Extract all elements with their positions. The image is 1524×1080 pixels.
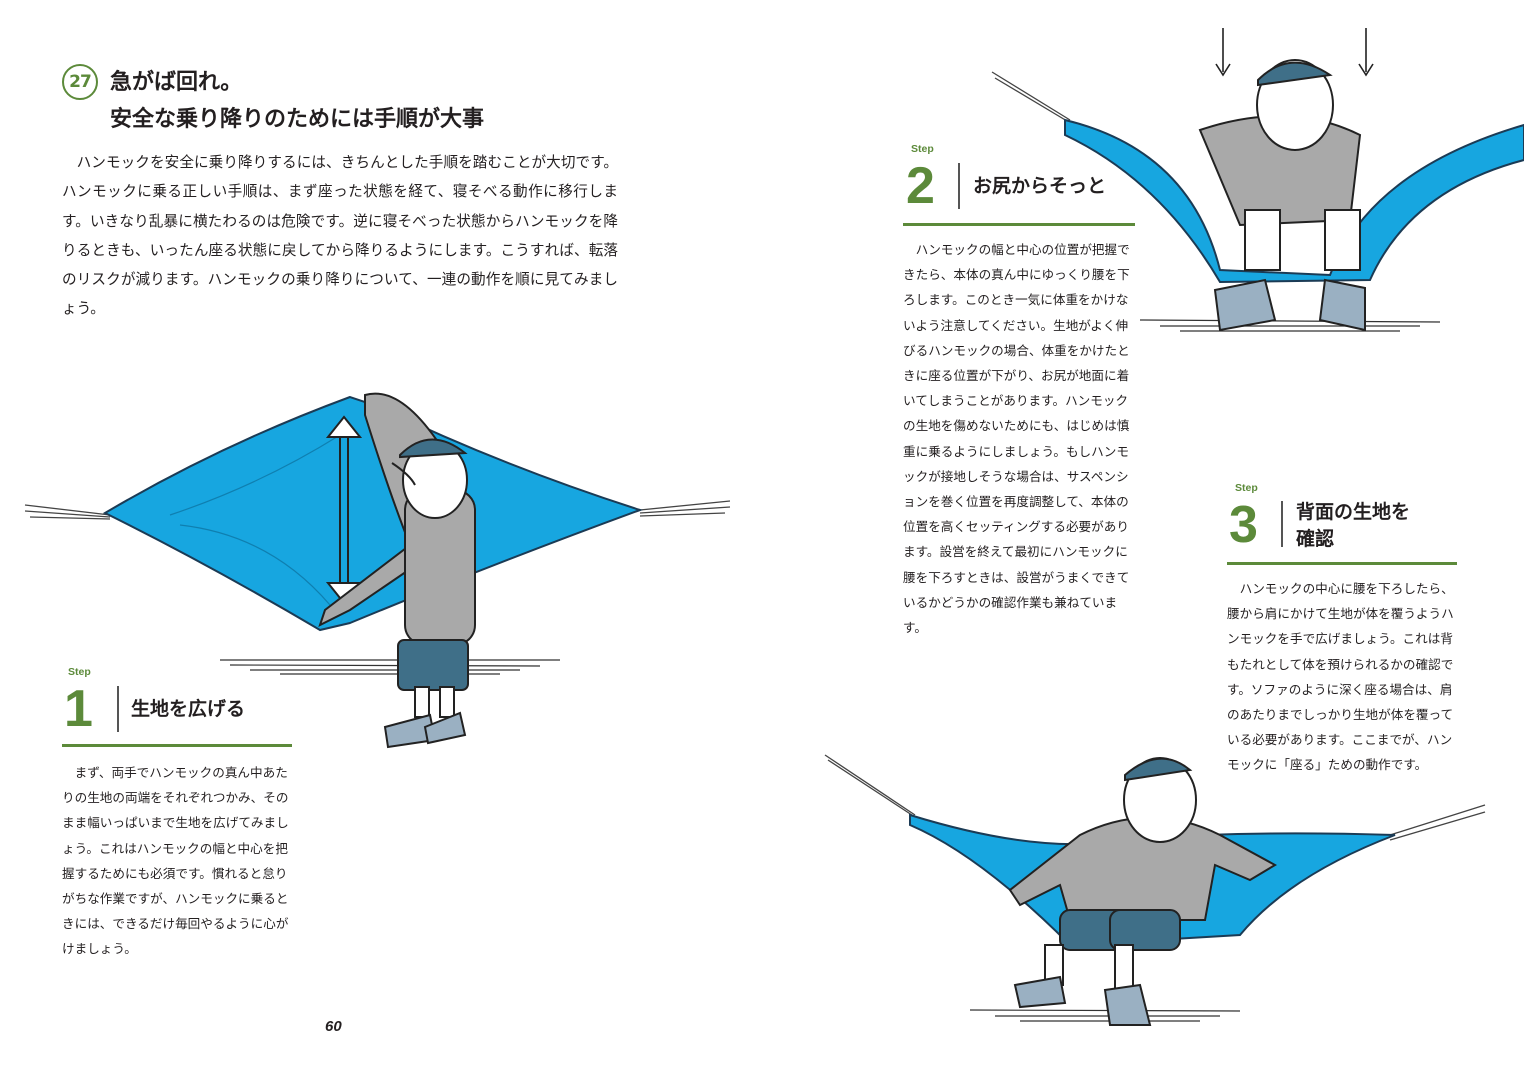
page-title-line1: 急がば回れ。 (110, 70, 243, 95)
step3-title-line2: 確認 (1296, 528, 1335, 550)
step1-illustration (24, 392, 731, 749)
suspension-line-left (824, 754, 919, 820)
page-title-line2: 安全な乗り降りのためには手順が大事 (110, 107, 485, 132)
page-number: 60 (325, 1018, 342, 1035)
step1-title: 生地を広げる (131, 698, 246, 720)
step3-body: ハンモックの中心に腰を下ろしたら、腰から肩にかけて生地が体を覆うようハンモックを… (1227, 576, 1463, 778)
step3-tag: Step (1235, 482, 1258, 494)
down-arrow-right (1358, 28, 1374, 77)
step2-tag: Step (911, 143, 934, 155)
step3-underline (1227, 562, 1457, 565)
suspension-lines (24, 500, 731, 520)
ground-lines (969, 1009, 1241, 1022)
step2-body: ハンモックの幅と中心の位置が把握できたら、本体の真ん中にゆっくり腰を下ろします。… (903, 237, 1137, 640)
step2-title: お尻からそっと (973, 175, 1107, 197)
ground-lines (1139, 319, 1441, 332)
step1-body: まず、両手でハンモックの真ん中あたりの生地の両端をそれぞれつかみ、そのまま幅いっ… (62, 760, 298, 962)
chapter-number-badge: 27 (62, 64, 98, 100)
step1-number: 1 (64, 680, 93, 738)
step2-illustration (991, 28, 1524, 332)
suspension-line-left (991, 71, 1073, 125)
step3-body-text: ハンモックの中心に腰を下ろしたら、腰から肩にかけて生地が体を覆うようハンモックを… (1227, 581, 1454, 773)
step1-underline (62, 744, 292, 747)
step2-body-text: ハンモックの幅と中心の位置が把握できたら、本体の真ん中にゆっくり腰を下ろします。… (903, 242, 1130, 636)
ground-lines (220, 659, 560, 675)
intro-paragraph: ハンモックを安全に乗り降りするには、きちんとした手順を踏むことが大切です。ハンモ… (62, 148, 618, 324)
intro-text: ハンモックを安全に乗り降りするには、きちんとした手順を踏むことが大切です。ハンモ… (62, 154, 618, 318)
person-figure (318, 392, 476, 749)
step3-illustration (824, 754, 1486, 1026)
down-arrow-left (1215, 28, 1231, 77)
step1-tag: Step (68, 666, 91, 678)
step3-title-line1: 背面の生地を (1296, 501, 1411, 523)
step1-divider (117, 686, 119, 732)
step2-number: 2 (906, 157, 935, 215)
step3-number: 3 (1229, 496, 1258, 554)
person-figure (1008, 757, 1278, 1026)
person-figure (1198, 59, 1366, 332)
step3-divider (1281, 501, 1283, 547)
hammock-fabric (102, 395, 644, 632)
suspension-line-right (1389, 804, 1486, 841)
step2-underline (903, 223, 1135, 226)
step2-divider (958, 163, 960, 209)
step1-body-text: まず、両手でハンモックの真ん中あたりの生地の両端をそれぞれつかみ、そのまま幅いっ… (62, 765, 289, 957)
